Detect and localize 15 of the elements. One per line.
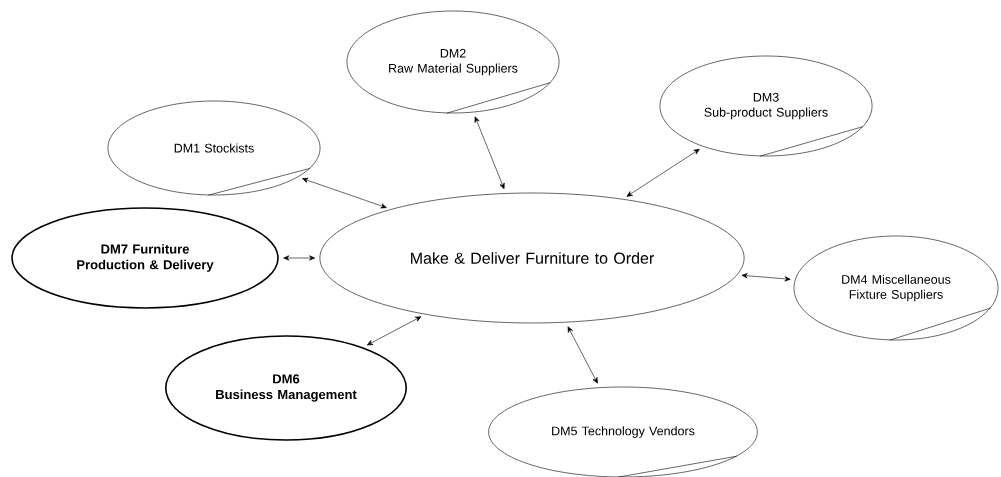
ellipse-node: DM2 Raw Material Suppliers (346, 10, 560, 114)
arrow (302, 177, 387, 209)
ellipse-node: DM5 Technology Vendors (488, 386, 758, 477)
ellipse-node: DM4 Miscellaneous Fixture Suppliers (793, 235, 999, 341)
ellipse-node: DM6 Business Management (165, 335, 407, 441)
arrow (567, 326, 598, 384)
arrow (626, 148, 700, 197)
ellipse-node: DM7 Furniture Production & Delivery (11, 207, 279, 309)
arrow (741, 273, 791, 282)
ellipse-node: Make & Deliver Furniture to Order (319, 192, 745, 324)
arrow (366, 316, 422, 346)
ellipse-node: DM3 Sub-product Suppliers (659, 55, 873, 157)
arrow (474, 116, 505, 190)
arrow (283, 255, 316, 261)
ellipse-node: DM1 Stockists (107, 100, 321, 196)
